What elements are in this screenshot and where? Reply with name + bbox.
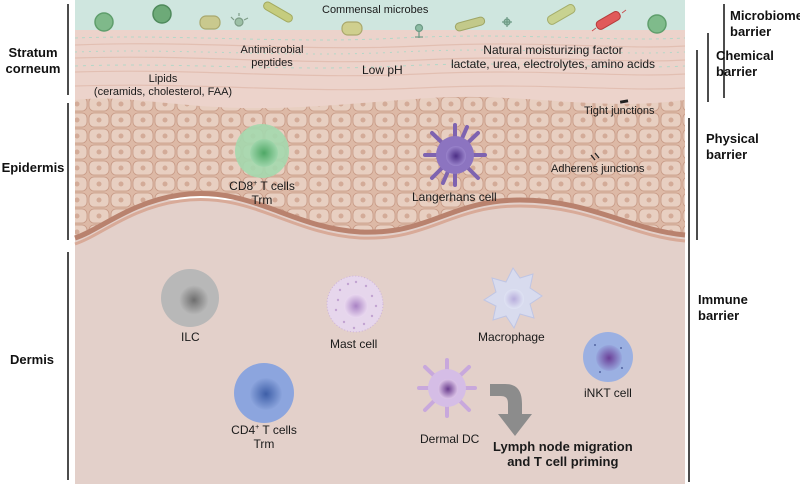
macrophage-label: Macrophage xyxy=(478,330,545,344)
dermal-dc-label: Dermal DC xyxy=(420,432,480,446)
migration-label: Lymph node migration and T cell priming xyxy=(493,439,633,469)
langerhans-cell xyxy=(423,123,487,187)
mast-cell-label: Mast cell xyxy=(330,337,378,351)
barrier-brackets xyxy=(688,4,725,482)
migration-arrow xyxy=(490,384,532,436)
dermis-label: Dermis xyxy=(9,352,55,367)
microbiome-barrier-label: Microbiome barrier xyxy=(730,8,800,39)
physical-barrier-label: Physical barrier xyxy=(706,131,759,162)
macrophage-cell xyxy=(483,267,543,330)
inkt-cell-label: iNKT cell xyxy=(584,386,632,400)
epidermis-layer xyxy=(75,90,685,238)
basement-membrane xyxy=(74,191,686,241)
tight-junction-icon xyxy=(619,99,629,104)
immune-barrier-label: Immune barrier xyxy=(698,292,748,323)
langerhans-cell-label: Langerhans cell xyxy=(412,190,497,204)
ilc-label: ILC xyxy=(181,330,200,344)
low-ph-label: Low pH xyxy=(362,63,403,77)
commensal-microbes xyxy=(94,1,667,38)
cd8-t-cell xyxy=(235,124,289,178)
microbiome-layer xyxy=(75,0,685,30)
cd8-t-cell-label: CD8+ T cells Trm xyxy=(229,179,295,207)
ilc-cell xyxy=(161,269,219,327)
mast-cell xyxy=(326,275,384,333)
dermis-layer xyxy=(75,200,685,484)
nmf-label: Natural moisturizing factor lactate, ure… xyxy=(450,43,656,71)
lipids-label: Lipids (ceramids, cholesterol, FAA) xyxy=(93,73,233,98)
tight-junctions-label: Tight junctions xyxy=(584,105,655,117)
antimicrobial-peptides-label: Antimicrobial peptides xyxy=(240,44,304,69)
cd4-t-cell xyxy=(234,363,294,423)
stratum-corneum-layer xyxy=(75,28,685,109)
inkt-cell xyxy=(583,332,633,382)
dermal-dc-cell xyxy=(417,358,477,418)
adherens-junction-icon xyxy=(590,152,600,161)
epidermis-label: Epidermis xyxy=(1,160,65,175)
commensal-microbes-label: Commensal microbes xyxy=(322,4,429,16)
adherens-junctions-label: Adherens junctions xyxy=(551,163,645,175)
stratum-corneum-label: Stratum corneum xyxy=(5,45,61,76)
cd4-t-cell-label: CD4+ T cells Trm xyxy=(231,423,297,451)
chemical-barrier-label: Chemical barrier xyxy=(716,48,774,79)
